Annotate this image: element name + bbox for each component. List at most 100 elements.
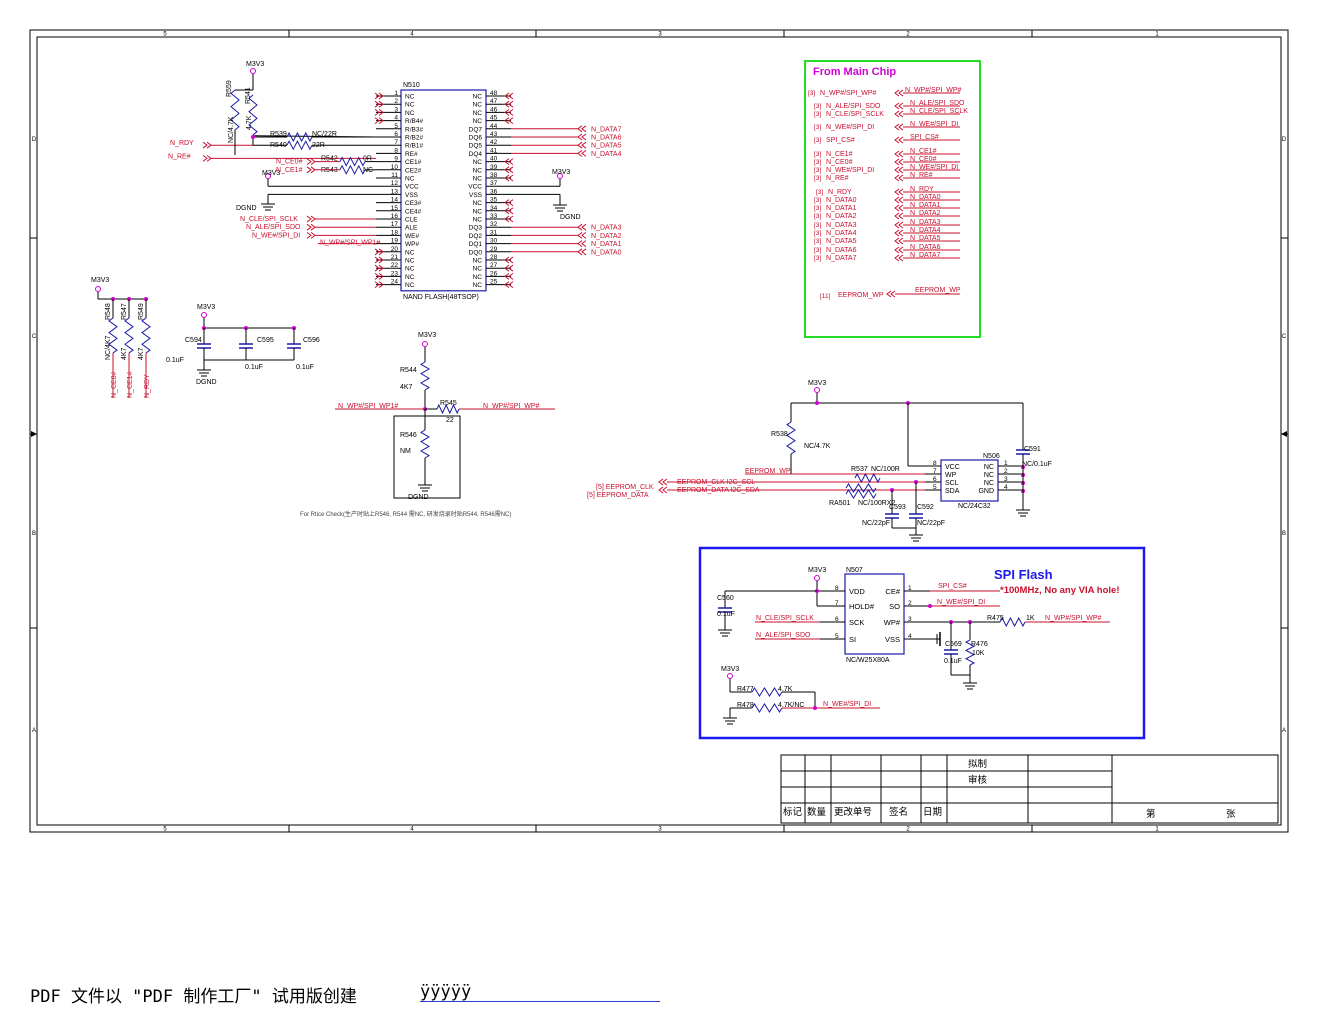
junction-dot bbox=[815, 401, 819, 405]
main-chip-ref: [3] bbox=[814, 238, 821, 245]
main-chip-net-left: N_RE# bbox=[826, 175, 849, 182]
nand-pin-name: NC bbox=[473, 258, 483, 265]
n-ce0-label: N_CE0# bbox=[276, 159, 303, 166]
main-chip-net-right: N_RDY bbox=[910, 186, 934, 193]
main-chip-net-left: N_CE1# bbox=[826, 151, 853, 158]
frame-row-letter-right: C bbox=[1282, 334, 1287, 340]
eeprom-pin-name: NC bbox=[984, 464, 994, 471]
main-chip-net-left: N_DATA1 bbox=[826, 205, 857, 212]
nand-pin-name: NC bbox=[405, 274, 415, 281]
ctrl-net-label: N_CLE/SPI_SCLK bbox=[240, 216, 298, 223]
main-chip-net-left: N_DATA6 bbox=[826, 247, 857, 254]
data-net-label: N_DATA0 bbox=[591, 249, 622, 256]
spi-pin-name: SO bbox=[889, 602, 900, 611]
nand-pin-name: NC bbox=[405, 282, 415, 289]
m3v3-label: M3V3 bbox=[91, 277, 109, 284]
eeprom-pin-name: GND bbox=[978, 488, 994, 495]
main-chip-ref: [3] bbox=[814, 255, 821, 262]
outer-frame bbox=[29, 29, 1289, 833]
n-re-label: N_RE# bbox=[168, 153, 191, 160]
main-chip-net-right: N_CLE/SPI_SCLK bbox=[910, 108, 968, 115]
nand-pin-number: 12 bbox=[391, 180, 399, 187]
wp-net-left: N_WP#/SPI_WP1# bbox=[338, 403, 398, 410]
r475-ref: R475 bbox=[987, 615, 1004, 622]
main-chip-ref: [3] bbox=[814, 175, 821, 182]
spi-pin-name: CE# bbox=[885, 587, 900, 596]
r546 bbox=[420, 429, 430, 459]
nand-pin-number: 35 bbox=[490, 197, 498, 204]
m3v3-label: M3V3 bbox=[552, 169, 570, 176]
pullup-resistor bbox=[124, 317, 134, 354]
main-chip-ref: [3] bbox=[814, 167, 821, 174]
nand-pin-number: 27 bbox=[490, 262, 498, 269]
nc-stub bbox=[374, 117, 384, 124]
nand-part: NAND FLASH(48TSOP) bbox=[403, 294, 479, 301]
frame-center-arrow bbox=[31, 431, 37, 437]
pdf-footer-text: PDF 文件以 "PDF 制作工厂" 试用版创建 bbox=[30, 987, 357, 1007]
r537-val: NC/100R bbox=[871, 466, 900, 473]
title-draw: 拟制 bbox=[968, 758, 987, 770]
m3v3-port bbox=[95, 286, 101, 292]
main-chip-ref: [3] bbox=[814, 159, 821, 166]
title-block bbox=[780, 754, 1279, 824]
nand-pin-name: VSS bbox=[405, 192, 419, 199]
r539 bbox=[286, 131, 313, 143]
r542-val: 0R bbox=[363, 156, 372, 163]
nand-pin-number: 23 bbox=[391, 270, 399, 277]
frame-col-number-top: 4 bbox=[410, 32, 414, 38]
title-header: 更改单号 bbox=[834, 806, 872, 818]
inner-frame bbox=[36, 36, 1282, 826]
main-chip-net-right: N_WE#/SPI_DI bbox=[910, 164, 958, 171]
pdf-footer-link[interactable]: ÿÿÿÿÿ bbox=[420, 982, 472, 1002]
c560-ref: C560 bbox=[717, 595, 734, 602]
main-chip-net-right: N_ALE/SPI_SDO bbox=[910, 100, 965, 107]
c593-ref: C593 bbox=[889, 504, 906, 511]
frame-col-number-top: 2 bbox=[906, 32, 910, 38]
data-net-label: N_DATA7 bbox=[591, 126, 622, 133]
n-rdy-label: N_RDY bbox=[170, 140, 194, 147]
frame-row-letter-left: A bbox=[32, 728, 36, 734]
nand-pin-name: VCC bbox=[405, 184, 419, 191]
m3v3-label: M3V3 bbox=[808, 567, 826, 574]
main-chip-ref: [3] bbox=[814, 222, 821, 229]
ra501-ref: RA501 bbox=[829, 500, 851, 507]
nand-pin-number: 20 bbox=[391, 246, 399, 253]
nand-pin-number: 45 bbox=[490, 115, 498, 122]
c569-val: 0.1uF bbox=[944, 658, 962, 665]
nand-pin-number: 46 bbox=[490, 106, 498, 113]
main-chip-net-left: N_WE#/SPI_DI bbox=[826, 167, 874, 174]
main-chip-arrow bbox=[894, 221, 904, 229]
nc-stub bbox=[504, 109, 514, 116]
ra501 bbox=[845, 483, 877, 493]
m3v3-port bbox=[250, 68, 256, 74]
nand-pin-number: 48 bbox=[490, 90, 498, 97]
main-chip-arrow bbox=[894, 204, 904, 212]
nand-pin-number: 16 bbox=[391, 213, 399, 220]
ce0-arrow bbox=[306, 158, 316, 165]
r537 bbox=[854, 472, 881, 484]
nand-pin-number: 2 bbox=[394, 98, 398, 105]
nand-pin-name: R/B2# bbox=[405, 135, 423, 142]
nand-pin-number: 7 bbox=[394, 139, 398, 146]
nc-stub bbox=[504, 166, 514, 174]
title-header: 签名 bbox=[889, 806, 908, 818]
main-chip-net-left: N_DATA4 bbox=[826, 230, 857, 237]
nand-pin-number: 24 bbox=[391, 279, 399, 286]
m3v3-port bbox=[727, 673, 733, 679]
nc-stub bbox=[374, 109, 384, 116]
spi-pin-number: 6 bbox=[835, 616, 839, 623]
main-chip-ref: [3] bbox=[814, 205, 821, 212]
c569-ref: C569 bbox=[945, 641, 962, 648]
r543 bbox=[339, 164, 366, 175]
nc-stub bbox=[504, 264, 514, 272]
pullup-ref: R548 bbox=[105, 303, 112, 320]
main-chip-arrow bbox=[894, 246, 904, 254]
main-chip-net-left: N_DATA0 bbox=[826, 197, 857, 204]
m3v3-label: M3V3 bbox=[262, 170, 280, 177]
main-chip-ref: [3] bbox=[814, 197, 821, 204]
c594-ref: C594 bbox=[185, 337, 202, 344]
m3v3-port bbox=[201, 312, 207, 318]
main-chip-ref: [3] bbox=[814, 137, 821, 144]
nand-pin-name: NC bbox=[473, 282, 483, 289]
r476 bbox=[964, 639, 976, 666]
